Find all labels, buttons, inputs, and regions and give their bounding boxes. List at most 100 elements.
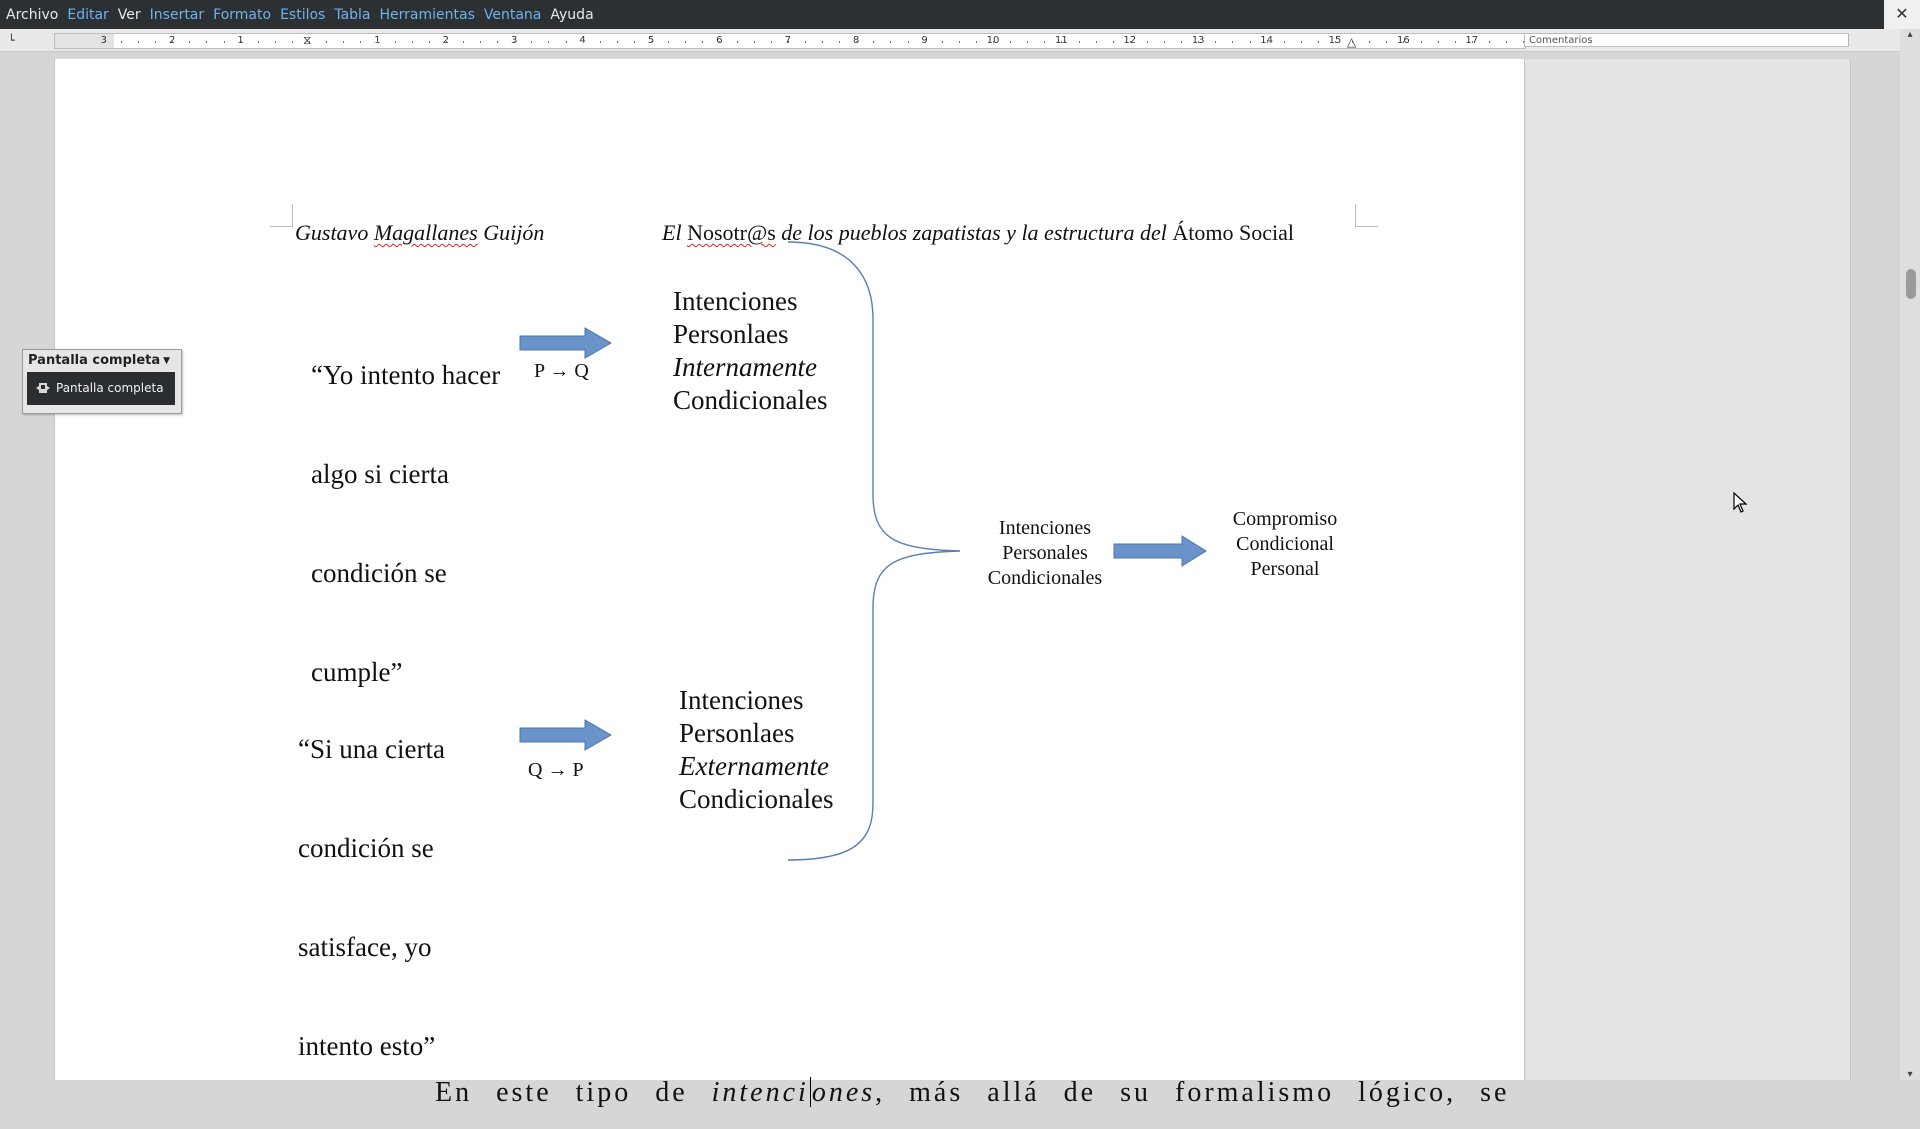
fullscreen-toolbar-title[interactable]: Pantalla completa▼	[28, 353, 170, 368]
ruler-tick	[1386, 41, 1388, 43]
ruler-bar: └ 3211234567891011121314151617⧖△ Comenta…	[0, 29, 1920, 52]
body-text-italic: intenci	[711, 1077, 809, 1108]
horizontal-ruler[interactable]: 3211234567891011121314151617⧖△	[54, 33, 1526, 49]
menu-insertar[interactable]: Insertar	[149, 6, 205, 23]
ruler-tick	[822, 41, 823, 43]
menu-archivo[interactable]: Archivo	[6, 6, 59, 23]
ruler-left-indent-icon[interactable]: ⧖	[303, 33, 312, 47]
scroll-up-icon[interactable]: ▴	[1907, 29, 1913, 40]
scrollbar-thumb[interactable]	[1906, 269, 1916, 299]
quote-bottom: “Si una cierta condición se satisface, y…	[298, 667, 445, 1129]
block-line: Intenciones	[679, 685, 804, 715]
body-text: , más allá de su formalismo lógico, se	[875, 1077, 1510, 1108]
ruler-tick	[685, 41, 687, 43]
quote-top: “Yo intento hacer algo si cierta condici…	[311, 293, 500, 755]
text-caret	[809, 1077, 811, 1107]
author-first: Gustavo	[295, 220, 374, 245]
ruler-tick	[856, 41, 858, 43]
ruler-tick	[753, 41, 755, 43]
fullscreen-icon	[36, 383, 50, 393]
ruler-tick	[291, 41, 293, 43]
menu-ventana[interactable]: Ventana	[483, 6, 542, 23]
menu-herramientas[interactable]: Herramientas	[379, 6, 475, 23]
ruler-tick	[873, 41, 875, 43]
body-text: En este tipo de	[435, 1077, 712, 1108]
ruler-tick	[343, 41, 345, 43]
ruler-tick	[1027, 41, 1029, 43]
ruler-number: 12	[1123, 34, 1136, 48]
ruler-tick	[993, 41, 994, 43]
ruler-tick	[1112, 41, 1114, 43]
quote-bottom-line: condición se	[298, 833, 434, 863]
quote-top-line: condición se	[311, 558, 447, 588]
quote-top-line: cumple”	[311, 657, 403, 687]
ruler-tick	[138, 41, 139, 43]
ruler-tick	[565, 41, 567, 43]
fullscreen-exit-button[interactable]: Pantalla completa	[27, 372, 175, 405]
ruler-number: 17	[1465, 34, 1478, 48]
ruler-tick	[1164, 41, 1165, 43]
menu-bar: Archivo Editar Ver Insertar Formato Esti…	[0, 0, 1920, 29]
ruler-tick	[599, 41, 601, 43]
quote-top-line: algo si cierta	[311, 459, 449, 489]
close-icon: ✕	[1895, 4, 1909, 23]
ruler-tick	[1488, 41, 1490, 43]
ruler-tick	[103, 41, 105, 43]
ruler-tick	[1061, 41, 1063, 43]
ruler-tick	[1129, 41, 1131, 43]
ruler-tick	[1352, 41, 1354, 43]
merged-line: Intenciones	[998, 517, 1092, 539]
ruler-tick	[975, 41, 977, 43]
ruler-number: 4	[579, 34, 585, 48]
scroll-down-icon[interactable]: ▾	[1907, 1069, 1913, 1080]
ruler-number: 10	[987, 34, 1000, 48]
menu-estilos[interactable]: Estilos	[280, 6, 326, 23]
ruler-tick	[462, 41, 464, 43]
comments-sidebar[interactable]	[1524, 59, 1851, 1080]
ruler-tick	[394, 41, 396, 43]
menu-tabla[interactable]: Tabla	[334, 6, 371, 23]
ruler-tick	[1266, 41, 1268, 43]
menu-editar[interactable]: Editar	[67, 6, 109, 23]
vertical-scrollbar[interactable]: ▴ ▾	[1900, 29, 1920, 1080]
block-external: Intenciones Personlaes Externamente Cond…	[679, 684, 833, 816]
ruler-tick	[1300, 41, 1302, 43]
ruler-tick	[445, 41, 447, 43]
ruler-tick	[411, 41, 413, 43]
close-document-button[interactable]: ✕	[1884, 0, 1920, 29]
ruler-tick	[1454, 41, 1456, 43]
ruler-tick	[1181, 41, 1183, 43]
tab-left-icon[interactable]: └	[8, 34, 15, 47]
ruler-tick	[514, 41, 516, 43]
ruler-tick	[497, 41, 499, 43]
fullscreen-button-label: Pantalla completa	[56, 381, 164, 395]
ruler-tick	[1335, 41, 1336, 43]
ruler-number: 2	[169, 34, 175, 48]
block-line: Condicionales	[679, 784, 834, 814]
ruler-tick	[1369, 41, 1371, 43]
ruler-tick	[309, 41, 310, 43]
crop-mark-left	[270, 204, 293, 227]
menu-formato[interactable]: Formato	[213, 6, 272, 23]
chevron-down-icon: ▼	[163, 356, 171, 366]
result-line: Compromiso	[1232, 508, 1338, 530]
menu-ayuda[interactable]: Ayuda	[550, 6, 594, 23]
ruler-tick	[1437, 41, 1439, 43]
document-page[interactable]: Gustavo Magallanes Guijón El Nosotr@s de…	[54, 59, 1525, 1108]
block-result: Compromiso Condicional Personal	[1210, 507, 1360, 582]
ruler-right-indent-icon[interactable]: △	[1347, 35, 1357, 49]
ruler-number: 16	[1397, 34, 1410, 48]
ruler-number: 1	[374, 34, 380, 48]
ruler-tick	[787, 41, 789, 43]
ruler-number: 3	[101, 34, 107, 48]
ruler-tick	[257, 41, 259, 43]
ruler-tick	[172, 41, 174, 43]
block-line: Personlaes	[673, 319, 789, 349]
logic-top: P → Q	[534, 360, 589, 382]
quote-bottom-line: satisface, yo	[298, 932, 432, 962]
menu-ver[interactable]: Ver	[117, 6, 141, 23]
ruler-tick	[1420, 41, 1422, 43]
ruler-number: 3	[511, 34, 517, 48]
ruler-tick	[907, 41, 909, 43]
